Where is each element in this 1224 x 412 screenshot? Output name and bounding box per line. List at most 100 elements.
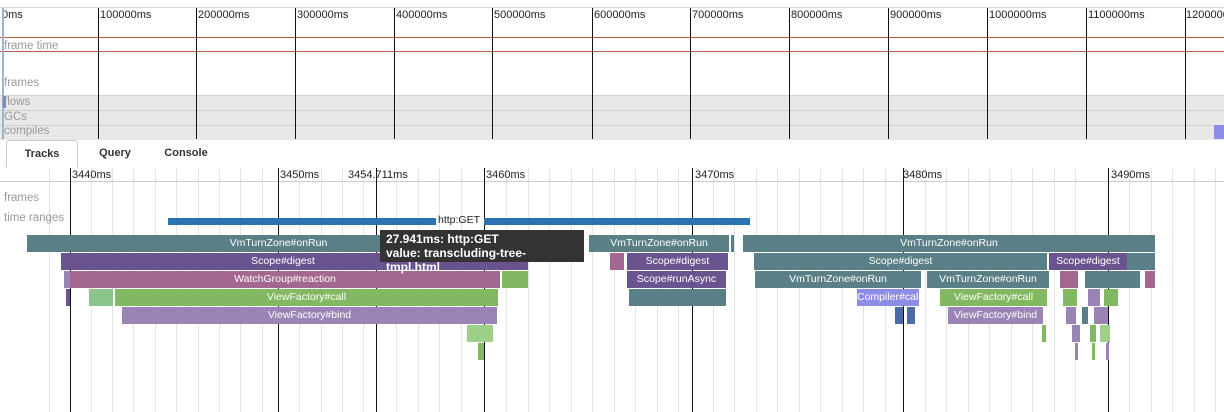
tab-tracks[interactable]: Tracks: [6, 140, 78, 168]
slice-fragment: [895, 307, 903, 324]
slice-viewfactory-bind[interactable]: ViewFactory#bind: [122, 307, 497, 324]
timeline-tick-label: 3450ms: [280, 169, 320, 181]
overview-tick-label: 300000ms: [297, 9, 349, 21]
minor-gridline: [777, 168, 778, 412]
flows-track: [0, 95, 1224, 110]
frame-time-label: frame time: [4, 40, 59, 52]
slice-scope-runasync[interactable]: Scope#runAsync: [627, 271, 726, 288]
slice-fragment: [1106, 343, 1109, 360]
minor-gridline: [925, 168, 926, 412]
slice-fragment: [1145, 271, 1155, 288]
overview-gridline: [1086, 8, 1087, 139]
tab-query[interactable]: Query: [99, 147, 131, 159]
tooltip-value: value: transcluding-tree-tmpl.html: [386, 246, 527, 274]
overview-gridline: [196, 8, 197, 139]
slice-fragment: [1127, 253, 1155, 270]
slice-fragment: [1066, 307, 1076, 324]
selection-handle[interactable]: [2, 8, 4, 139]
minor-gridline: [842, 168, 843, 412]
slice-fragment: [1088, 289, 1100, 306]
overview-gridline: [98, 8, 99, 139]
major-gridline: [70, 168, 71, 412]
overview-top-rule: [0, 7, 1224, 8]
compiles-marker: [1214, 125, 1224, 139]
slice-fragment: [1060, 271, 1078, 288]
overview-tick-label: 100000ms: [100, 9, 152, 21]
slice-compiler-call[interactable]: Compiler#call: [857, 289, 919, 306]
slice-fragment: [1092, 343, 1095, 360]
slice-fragment: [1090, 325, 1096, 342]
time-range-bar[interactable]: [484, 218, 750, 225]
minor-gridline: [1194, 168, 1195, 412]
flows-label: flows: [4, 96, 31, 108]
slice-fragment: [731, 235, 734, 252]
overview-tick-label: 900000ms: [890, 9, 942, 21]
minor-gridline: [49, 168, 50, 412]
slice-viewfactory-call[interactable]: ViewFactory#call: [940, 289, 1047, 306]
slice-viewfactory-call[interactable]: ViewFactory#call: [115, 289, 498, 306]
compiles-label: compiles: [4, 125, 50, 137]
slice-vmturnzone-onrun[interactable]: VmTurnZone#onRun: [755, 271, 921, 288]
timeline-header-rule: [0, 181, 1224, 182]
slice-fragment: [1085, 271, 1140, 288]
overview-gridline: [295, 8, 296, 139]
slice-fragment: [1072, 325, 1080, 342]
slice-scope-digest[interactable]: Scope#digest: [754, 253, 1047, 270]
overview-tick-label: 800000ms: [791, 9, 843, 21]
slice-vmturnzone-onrun[interactable]: VmTurnZone#onRun: [589, 235, 729, 252]
timeline-tick-label: 3460ms: [486, 169, 526, 181]
frame-time-line: [0, 51, 1224, 52]
slice-fragment: [1094, 307, 1108, 324]
gcs-track: [0, 110, 1224, 125]
slice-scope-digest[interactable]: Scope#digest: [627, 253, 728, 270]
time-range-label: http:GET: [438, 214, 481, 226]
minor-gridline: [799, 168, 800, 412]
minor-gridline: [734, 168, 735, 412]
frames-track-label: frames: [4, 192, 40, 204]
slice-fragment: [1082, 307, 1088, 324]
overview-gridline: [1185, 8, 1186, 139]
timeline-tick-label: 3480ms: [903, 169, 943, 181]
slice-scope-digest[interactable]: Scope#digest: [1049, 253, 1127, 270]
time-ranges-track-label: time ranges: [4, 212, 65, 224]
slice-fragment: [629, 289, 726, 306]
slice-watchgroup-reaction[interactable]: WatchGroup#reaction: [70, 271, 500, 288]
overview-tick-label: 0ms: [2, 9, 23, 21]
overview-gridline: [690, 8, 691, 139]
flows-marker: [3, 96, 6, 108]
time-range-bar[interactable]: [168, 218, 436, 225]
minor-gridline: [506, 168, 507, 412]
gcs-label: GCs: [4, 111, 27, 123]
tab-console[interactable]: Console: [164, 147, 208, 159]
timeline-panel[interactable]: 3440ms 3450ms 3454.711ms 3460ms 3470ms 3…: [0, 168, 1224, 412]
minor-gridline: [756, 168, 757, 412]
overview-tick-label: 500000ms: [494, 9, 546, 21]
frames-label: frames: [4, 77, 40, 89]
overview-tick-label: 400000ms: [396, 9, 448, 21]
minor-gridline: [1151, 168, 1152, 412]
minor-gridline: [592, 168, 593, 412]
slice-fragment: [1063, 289, 1077, 306]
overview-panel[interactable]: 0ms 100000ms 200000ms 300000ms 400000ms …: [0, 0, 1224, 140]
slice-vmturnzone-onrun[interactable]: VmTurnZone#onRun: [743, 235, 1155, 252]
slice-fragment: [1075, 343, 1078, 360]
tooltip-duration: 27.941ms: http:GET: [386, 232, 499, 246]
slice-fragment: [1042, 325, 1046, 342]
slice-vmturnzone-onrun[interactable]: VmTurnZone#onRun: [927, 271, 1049, 288]
minor-gridline: [528, 168, 529, 412]
slice-viewfactory-bind[interactable]: ViewFactory#bind: [948, 307, 1043, 324]
slice-fragment: [1104, 289, 1118, 306]
overview-gridline: [492, 8, 493, 139]
minor-gridline: [1215, 168, 1216, 412]
frame-time-line: [0, 37, 1224, 38]
overview-gridline: [888, 8, 889, 139]
slice-fragment: [66, 289, 70, 306]
minor-gridline: [571, 168, 572, 412]
overview-gridline: [394, 8, 395, 139]
slice-fragment: [64, 271, 70, 288]
timeline-tick-label: 3470ms: [695, 169, 735, 181]
overview-gridline: [592, 8, 593, 139]
slice-fragment: [502, 271, 528, 288]
slice-fragment: [467, 325, 493, 342]
timeline-tick-label: 3454.711ms: [348, 169, 408, 181]
